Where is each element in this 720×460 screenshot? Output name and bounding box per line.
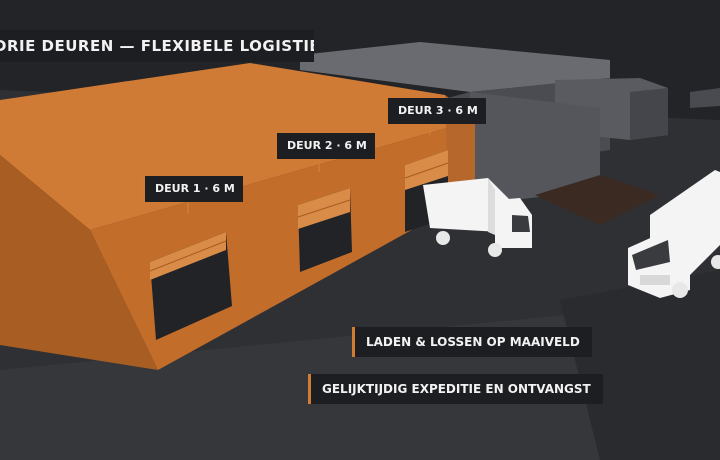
truck-large — [628, 170, 720, 298]
door-1-label: DEUR 1 · 6 M — [142, 176, 243, 202]
feature-ground-level-loading: LADEN & LOSSEN OP MAAIVELD — [352, 327, 592, 357]
page-title: DRIE DEUREN — FLEXIBELE LOGISTIEK — [0, 30, 314, 62]
feature-simultaneous-expedition: GELIJKTIJDIG EXPEDITIE EN ONTVANGST — [308, 374, 603, 404]
door-1 — [149, 232, 232, 340]
door-label-pointers — [187, 122, 431, 214]
truck-small — [423, 178, 532, 257]
door-2-label: DEUR 2 · 6 M — [274, 133, 375, 159]
door-3-label: DEUR 3 · 6 M — [385, 98, 486, 124]
door-2 — [297, 188, 352, 272]
